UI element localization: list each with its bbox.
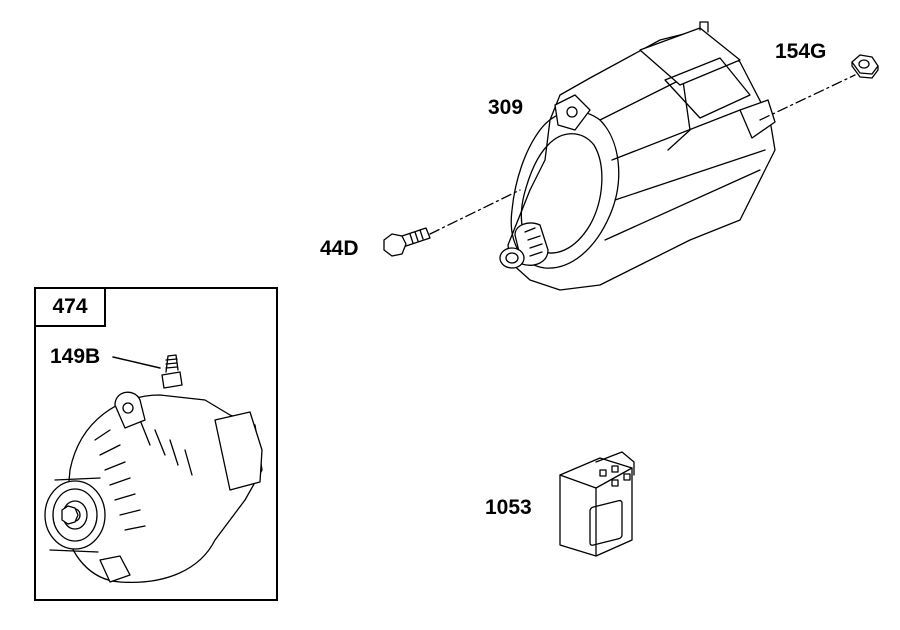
- nut-label: 154G: [775, 40, 827, 63]
- stud-leader-line: [113, 357, 160, 368]
- starter-label: 309: [488, 96, 524, 119]
- nut-drawing: [852, 55, 878, 78]
- starter-motor-drawing: [500, 22, 775, 290]
- alternator-group-label: 474: [34, 287, 106, 327]
- bolt-label: 44D: [320, 237, 359, 260]
- relay-label: 1053: [485, 496, 532, 519]
- bolt-drawing: [384, 228, 430, 256]
- alternator-stud-label: 149B: [50, 345, 101, 368]
- alternator-group-frame: [34, 287, 278, 601]
- alternator-drawing: [45, 355, 262, 582]
- relay-drawing: [560, 452, 634, 556]
- assembly-axis-line: [430, 75, 855, 234]
